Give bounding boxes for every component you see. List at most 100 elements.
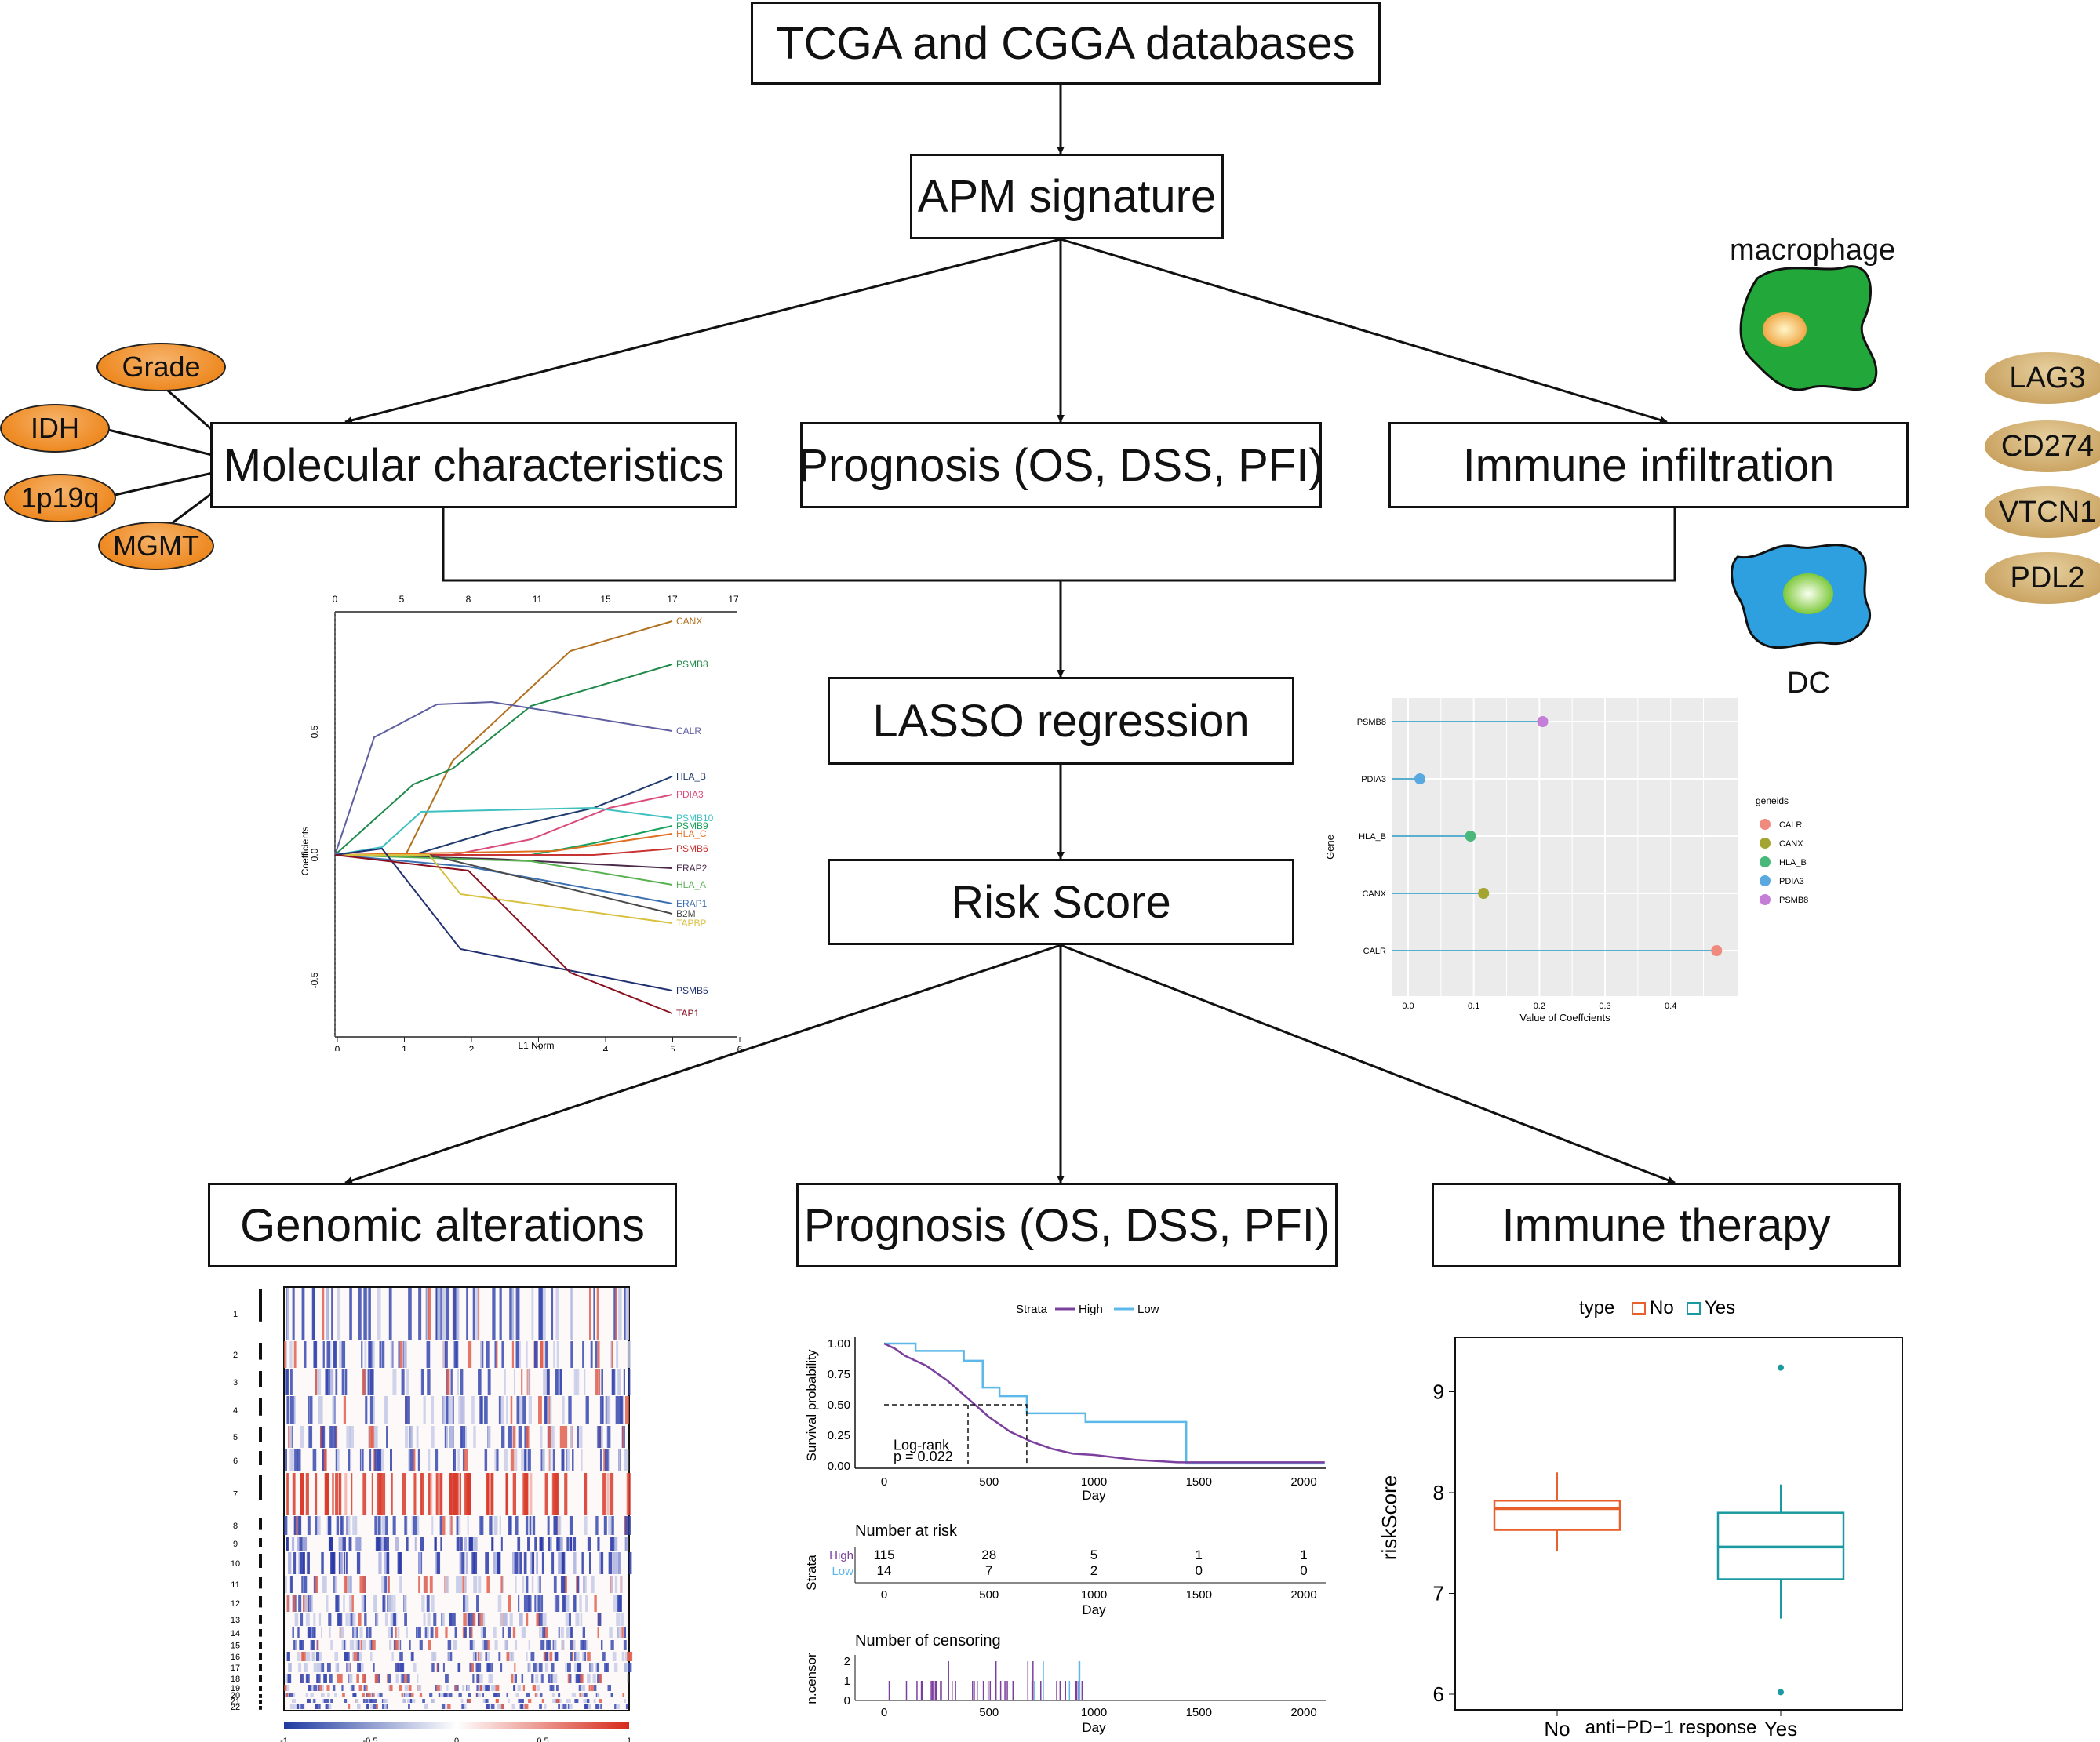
heatmap-cell [567, 1627, 570, 1638]
heatmap-cell [541, 1552, 544, 1574]
heatmap-cell [302, 1652, 306, 1661]
heatmap-cell [464, 1473, 467, 1515]
heatmap-cell [592, 1576, 595, 1593]
heatmap-cell [291, 1449, 294, 1471]
heatmap-cell [618, 1595, 621, 1612]
box-y-tick-label: 7 [1433, 1582, 1444, 1606]
heatmap-cell [533, 1663, 537, 1672]
heatmap-cell [418, 1576, 420, 1593]
heatmap-cell [384, 1576, 388, 1593]
heatmap-cell [538, 1396, 542, 1424]
heatmap-cell [475, 1288, 479, 1340]
heatmap-chr-ideogram [259, 1596, 262, 1608]
heatmap-cell [453, 1449, 457, 1471]
km-censor-xlabel: Day [1082, 1720, 1106, 1735]
heatmap-cell [521, 1369, 523, 1395]
km-censor-x-tick: 0 [881, 1706, 887, 1719]
heatmap-cell [318, 1704, 321, 1709]
km-risk-title: Number at risk [855, 1522, 958, 1540]
heatmap-cell [442, 1396, 446, 1424]
heatmap-cell [347, 1663, 351, 1672]
km-y-tick-label: 0.75 [828, 1368, 850, 1381]
heatmap-cell [570, 1288, 573, 1340]
heatmap-cell [620, 1396, 623, 1424]
heatmap-cell [362, 1699, 366, 1703]
heatmap-cell [328, 1613, 332, 1626]
heatmap-cell [473, 1426, 476, 1448]
lasso-gene-label: HLA_A [676, 879, 706, 890]
heatmap-cell [575, 1699, 579, 1703]
km-censor-ylabel: n.censor [804, 1653, 819, 1704]
heatmap-cell [568, 1396, 572, 1424]
heatmap-cell [408, 1685, 412, 1691]
heatmap-chr-label: 19 [231, 1684, 240, 1693]
heatmap-cell [554, 1674, 558, 1683]
heatmap-cell [455, 1473, 458, 1515]
heatmap-chr-label: 7 [233, 1490, 238, 1500]
heatmap-cell [583, 1699, 588, 1703]
km-risk-low-count: 0 [1196, 1563, 1203, 1578]
heatmap-cell [551, 1426, 555, 1448]
heatmap-cell [323, 1674, 327, 1683]
heatmap-cell [622, 1426, 624, 1448]
immune-therapy-label: Immune therapy [1501, 1199, 1831, 1251]
heatmap-cell [604, 1663, 608, 1672]
heatmap-cell [617, 1369, 621, 1395]
lasso-path-line [334, 833, 673, 856]
heatmap-cell [531, 1674, 534, 1683]
heatmap-cell [567, 1674, 571, 1683]
heatmap-cell [362, 1693, 365, 1697]
heatmap-cell [558, 1704, 561, 1709]
heatmap-cell [370, 1341, 373, 1368]
km-pvalue: p = 0.022 [894, 1449, 953, 1464]
coef-gene-label: CALR [1363, 947, 1386, 956]
heatmap-cell [567, 1704, 570, 1709]
heatmap-chr-label: 13 [231, 1616, 240, 1625]
heatmap-cell [338, 1537, 343, 1551]
heatmap-cell [317, 1516, 321, 1535]
heatmap-cell [426, 1595, 430, 1612]
heatmap-chr-ideogram [259, 1675, 262, 1682]
heatmap-cell [526, 1652, 528, 1661]
km-curve-high [883, 1342, 1325, 1464]
heatmap-cell [516, 1396, 521, 1424]
coef-panel [1392, 698, 1738, 996]
km-x-tick-label: 1500 [1186, 1475, 1212, 1489]
heatmap-cell [616, 1396, 621, 1424]
heatmap-cell [628, 1652, 633, 1661]
heatmap-cell [398, 1341, 400, 1368]
heatmap-cell [373, 1663, 375, 1672]
heatmap-cell [291, 1699, 296, 1703]
heatmap-cell [618, 1449, 621, 1471]
heatmap-cell [325, 1704, 328, 1709]
heatmap-cell [447, 1640, 452, 1650]
heatmap-cell [362, 1595, 366, 1612]
heatmap-cell [484, 1699, 489, 1703]
box-iqr [1493, 1500, 1621, 1531]
lasso-path-line [335, 620, 673, 856]
heatmap-cell [294, 1449, 298, 1471]
heatmap-cell [368, 1627, 372, 1638]
heatmap-cell [348, 1704, 351, 1709]
heatmap-cell [498, 1704, 502, 1709]
heatmap-cell [384, 1699, 388, 1703]
heatmap-cell [562, 1396, 565, 1424]
heatmap-cell [377, 1288, 381, 1340]
heatmap-cell [604, 1449, 609, 1471]
heatmap-cell [511, 1674, 514, 1683]
heatmap-cell [396, 1674, 399, 1683]
heatmap-cell [515, 1341, 519, 1368]
heatmap-cell [593, 1685, 597, 1691]
lasso-top-tick-label: 8 [466, 594, 471, 605]
heatmap-cell [399, 1685, 402, 1691]
heatmap-cell [366, 1704, 369, 1709]
heatmap-cell [541, 1674, 544, 1683]
heatmap-cell [325, 1288, 329, 1340]
km-legend-low: Low [1137, 1303, 1159, 1316]
heatmap-cell [291, 1537, 295, 1551]
heatmap-cell [420, 1537, 424, 1551]
heatmap-cell [380, 1449, 384, 1471]
databases-box: TCGA and CGGA databases [751, 2, 1381, 85]
heatmap-chr-label: 5 [233, 1433, 238, 1442]
heatmap-cell [313, 1576, 317, 1593]
